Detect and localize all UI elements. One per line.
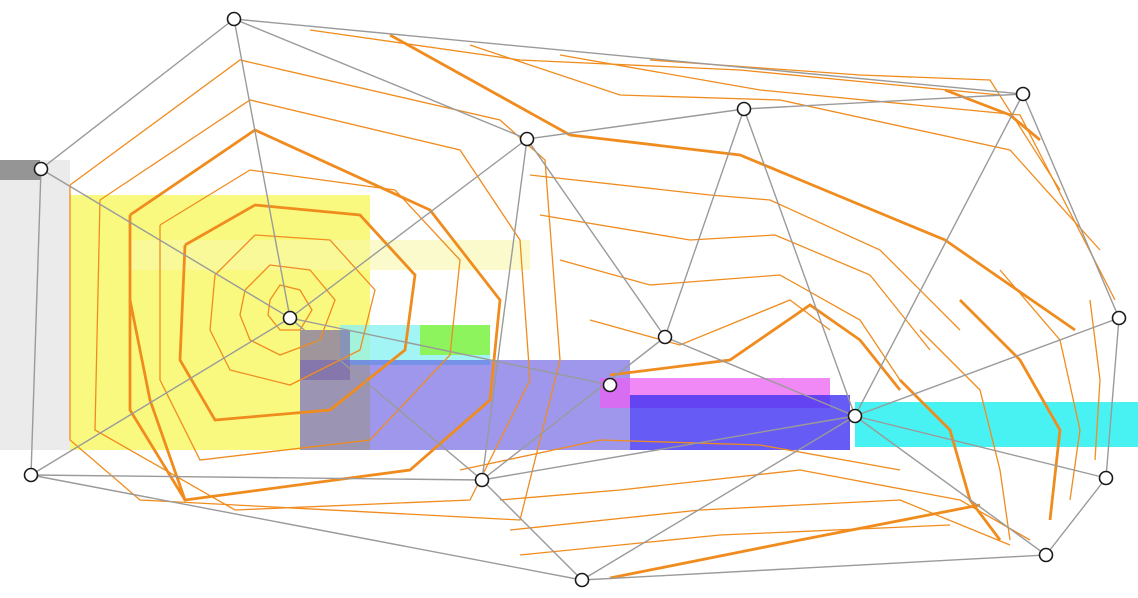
mesh-edge [40, 168, 291, 319]
mesh-edge [526, 108, 745, 140]
contour-top-1 [309, 29, 1001, 96]
mesh-node-n6 [282, 310, 298, 326]
mesh-node-n11 [474, 472, 490, 488]
contour-top-5-major [944, 88, 1041, 142]
green-artifact [420, 325, 490, 355]
contour-bottom-4 [519, 524, 951, 556]
mesh-node-n15 [602, 377, 618, 393]
mesh-edge [854, 93, 1024, 417]
mesh-edge [289, 317, 611, 386]
mesh-edge [854, 415, 1047, 556]
contour-mid-3 [559, 259, 901, 381]
mesh-edge [233, 18, 528, 140]
mesh-node-n3 [519, 131, 535, 147]
cyan-artifact-2 [855, 402, 1138, 447]
yellow-artifact-1 [70, 195, 370, 450]
contour-ring-3 [209, 234, 376, 386]
mesh-node-n9 [847, 408, 863, 424]
mesh-edge [743, 93, 1024, 110]
contour-mid-5 [589, 299, 831, 346]
contour-bottom-1 [499, 469, 1031, 541]
mesh-edge [233, 18, 291, 319]
render-artifacts [0, 160, 1138, 450]
mesh-node-n4 [736, 101, 752, 117]
mesh-node-n12 [1098, 470, 1114, 486]
blue-artifact-1 [300, 360, 630, 450]
mesh-edge [30, 474, 483, 481]
mesh-node-n10 [23, 467, 39, 483]
contour-ring-8 [69, 59, 561, 521]
mesh-edge [30, 317, 291, 476]
contour-ring-5 [159, 169, 461, 461]
mesh-node-n13 [1038, 547, 1054, 563]
mesh-edge [481, 415, 856, 481]
contour-left-bottom-major [128, 299, 187, 501]
contour-top-6 [649, 59, 1061, 191]
mesh-node-n5 [1015, 86, 1031, 102]
contour-bottom-5 [459, 439, 901, 471]
contour-ring-2 [239, 264, 336, 356]
mesh-edge [481, 138, 528, 481]
contour-right-5 [1089, 299, 1101, 461]
gray-artifact-strip [0, 160, 40, 180]
mesh-edge [581, 415, 856, 581]
contour-top-4 [559, 54, 1116, 301]
contour-right-3 [919, 329, 1011, 541]
mesh-edge [289, 317, 483, 481]
mesh-edge [664, 336, 856, 417]
contour-right-2-major [959, 299, 1062, 521]
contour-ring-7 [94, 99, 531, 511]
mesh-edge [481, 479, 583, 581]
yellow-artifact-2 [130, 240, 530, 270]
contour-mid-2 [539, 214, 931, 351]
mesh-edge [854, 415, 1107, 479]
mesh-edge [289, 138, 528, 319]
mesh-edge [854, 317, 1120, 417]
mesh-edges [30, 18, 1120, 581]
contour-right-1 [999, 269, 1081, 501]
contour-bottom-2 [509, 499, 1011, 546]
contour-bottom-3-major [609, 503, 981, 580]
mesh-edge [481, 336, 666, 481]
contour-mid-1 [529, 174, 961, 331]
gray-artifact-left [0, 160, 70, 450]
mesh-node-n8 [1111, 310, 1127, 326]
mesh-edge [664, 108, 745, 338]
contour-lines [69, 29, 1116, 580]
contour-mid-4-major [609, 303, 902, 391]
contour-ring-4-major [178, 203, 417, 422]
mesh-node-n7 [657, 329, 673, 345]
mesh-node-n14 [574, 572, 590, 588]
mesh-edge [743, 108, 856, 417]
mesh-node-n1 [226, 11, 242, 27]
mesh-edge [526, 138, 666, 338]
contour-top-2-major [389, 33, 1076, 332]
contour-top-3 [469, 44, 1101, 251]
mesh-nodes [23, 11, 1127, 588]
purple-artifact [300, 330, 350, 380]
contour-right-4-major [899, 379, 1002, 541]
contour-ring-6-major [128, 128, 502, 502]
mesh-node-n2 [33, 161, 49, 177]
